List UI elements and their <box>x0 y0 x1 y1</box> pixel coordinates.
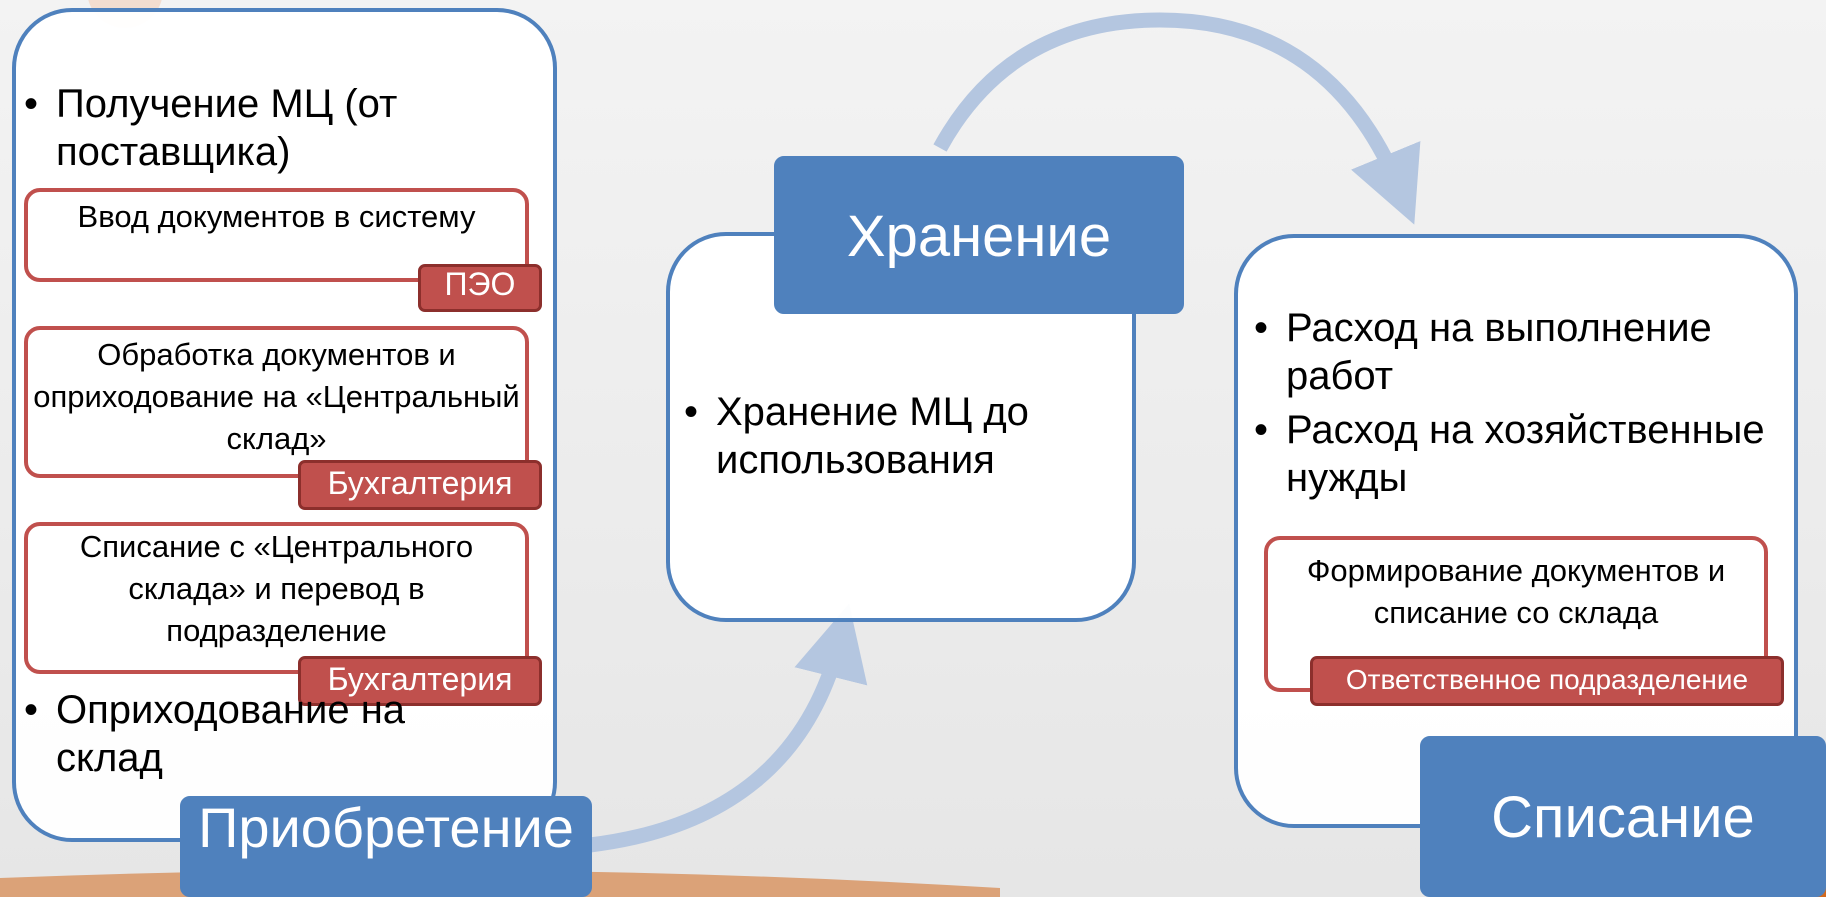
acquisition-title-text: Приобретение <box>198 796 574 859</box>
writeoff-bullet-works: Расход на выполнение работ <box>1250 304 1770 400</box>
writeoff-title: Списание <box>1420 736 1826 897</box>
step-process-documents-label: Обработка документов и оприходование на … <box>33 337 520 456</box>
writeoff-title-text: Списание <box>1491 785 1755 850</box>
step-transfer: Списание с «Центрального склада» и перев… <box>24 522 529 674</box>
writeoff-bullet-household: Расход на хозяйственные нужды <box>1250 406 1770 502</box>
acquisition-bullet-receive: Получение МЦ (от поставщика) <box>20 80 460 176</box>
step-enter-documents-label: Ввод документов в систему <box>77 199 476 234</box>
tag-responsible-dept: Ответственное подразделение <box>1310 656 1784 706</box>
tag-responsible-dept-label: Ответственное подразделение <box>1345 664 1749 695</box>
arrow-acquisition-to-storage <box>589 603 868 853</box>
tag-accounting-1: Бухгалтерия <box>298 460 542 510</box>
tag-accounting-1-label: Бухгалтерия <box>327 465 513 501</box>
acquisition-bottom-bullets: Оприходование на склад <box>20 686 480 782</box>
acquisition-top-bullets: Получение МЦ (от поставщика) <box>20 80 460 176</box>
storage-title-text: Хранение <box>846 204 1112 269</box>
step-writeoff-documents-label: Формирование документов и списание со ск… <box>1306 553 1726 630</box>
step-transfer-label: Списание с «Центрального склада» и перев… <box>79 529 474 648</box>
storage-title: Хранение <box>774 156 1184 314</box>
step-process-documents: Обработка документов и оприходование на … <box>24 326 529 478</box>
storage-bullet: Хранение МЦ до использования <box>680 388 1100 484</box>
acquisition-title: Приобретение <box>180 796 592 897</box>
tag-peo: ПЭО <box>418 264 542 312</box>
storage-bullets: Хранение МЦ до использования <box>680 388 1100 484</box>
writeoff-bullets: Расход на выполнение работ Расход на хоз… <box>1250 304 1770 502</box>
tag-peo-label: ПЭО <box>444 266 516 302</box>
acquisition-bullet-post: Оприходование на склад <box>20 686 480 782</box>
